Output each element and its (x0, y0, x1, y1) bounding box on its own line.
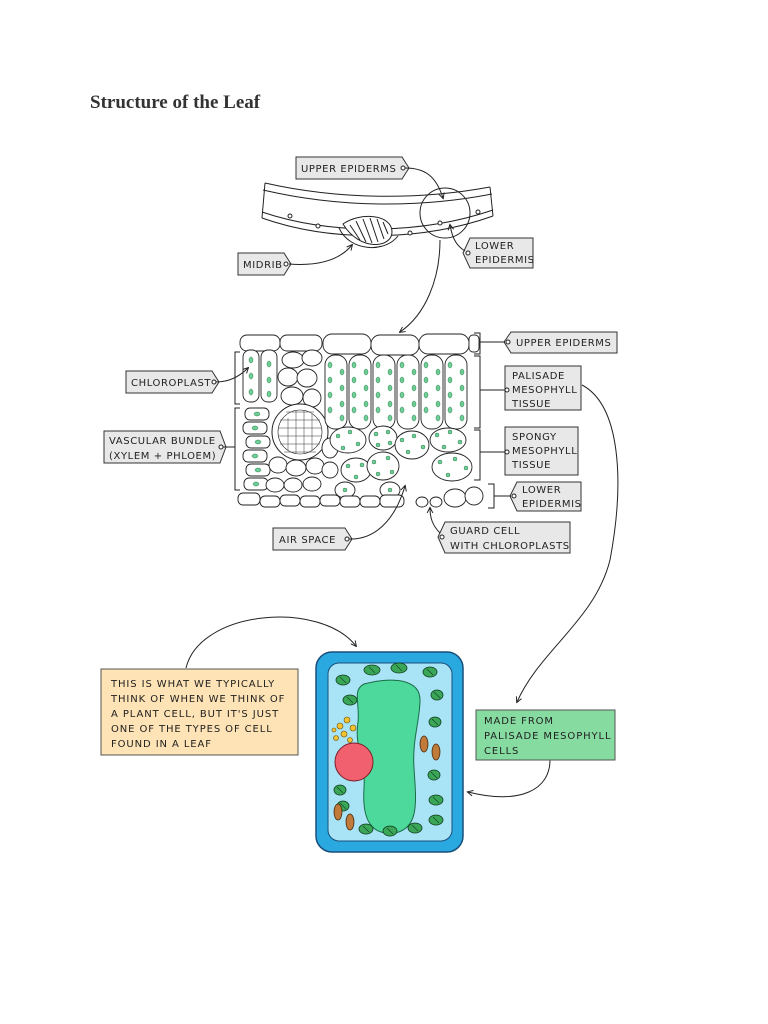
lower-epidermis-section-text-2: EPIDERMIS (522, 499, 582, 510)
lower-epidermis-section-text-1: LOWER (522, 485, 561, 496)
spongy-text-1: SPONGY (512, 432, 557, 443)
callout-typical-line-4: ONE OF THE TYPES OF CELL (111, 724, 273, 735)
lower-epidermis-top-text-2: EPIDERMIS (475, 255, 535, 266)
spongy-text-2: MESOPHYLL (512, 446, 577, 457)
air-space-text: AIR SPACE (279, 535, 336, 546)
callout-made-from-line-1: MADE FROM (484, 716, 554, 727)
upper-epidermis-cells (239, 333, 480, 356)
callout-typical-line-2: THINK OF WHEN WE THINK OF (110, 694, 285, 705)
callout-made-from-line-2: PALISADE MESOPHYLL (484, 731, 612, 742)
nucleus (334, 742, 374, 782)
vascular-text-2: (XYLEM + PHLOEM) (109, 451, 216, 462)
label-upper-epidermis-section: UPPER EPIDERMS (503, 331, 618, 354)
left-parenchyma (242, 349, 323, 491)
spongy-cells (329, 425, 473, 499)
vascular-bundle (265, 403, 339, 493)
callout-typical-line-1: THIS IS WHAT WE TYPICALLY (110, 679, 275, 690)
label-midrib: MIDRIB (237, 252, 292, 276)
chloroplast-text: CHLOROPLAST (131, 378, 211, 389)
label-vascular-bundle: VASCULAR BUNDLE (XYLEM + PHLOEM) (103, 430, 227, 464)
label-chloroplast: CHLOROPLAST (125, 370, 220, 394)
spongy-chloroplasts (335, 429, 469, 493)
plant-cell (315, 651, 464, 853)
palisade-chloroplasts (248, 356, 465, 487)
golgi-body (331, 716, 357, 743)
leaf-blade-drawing (261, 182, 494, 248)
leaf-cross-section (234, 332, 495, 509)
upper-epidermis-top-text: UPPER EPIDERMS (301, 164, 396, 175)
label-lower-epidermis-top: LOWER EPIDERMIS (462, 237, 535, 269)
guard-cell-text-1: GUARD CELL (450, 526, 520, 537)
label-spongy-mesophyll: SPONGY MESOPHYLL TISSUE (504, 426, 579, 476)
label-guard-cell: GUARD CELL WITH CHLOROPLASTS (437, 521, 571, 554)
mitochondria (333, 735, 441, 831)
zoom-circle (419, 187, 471, 239)
palisade-text-3: TISSUE (511, 399, 551, 410)
palisade-text-1: PALISADE (512, 371, 565, 382)
label-lower-epidermis-section: LOWER EPIDERMIS (509, 481, 582, 512)
label-upper-epidermis-top: UPPER EPIDERMS (295, 156, 410, 180)
upper-epidermis-section-text: UPPER EPIDERMS (516, 338, 611, 349)
lower-epidermis-cells (237, 486, 484, 508)
palisade-text-2: MESOPHYLL (512, 385, 577, 396)
callout-made-from-line-3: CELLS (484, 746, 519, 757)
callout-typical-line-5: FOUND IN A LEAF (111, 739, 212, 750)
palisade-cells (324, 354, 468, 430)
page-title: Structure of the Leaf (90, 92, 261, 113)
callout-made-from-palisade: MADE FROM PALISADE MESOPHYLL CELLS (475, 709, 616, 761)
callout-typical-line-3: A PLANT CELL, BUT IT'S JUST (111, 709, 279, 720)
midrib-text: MIDRIB (243, 260, 283, 271)
label-air-space: AIR SPACE (272, 527, 353, 551)
vascular-text-1: VASCULAR BUNDLE (109, 436, 216, 447)
spongy-text-3: TISSUE (511, 460, 551, 471)
guard-cell-text-2: WITH CHLOROPLASTS (450, 541, 570, 552)
lower-epidermis-top-text-1: LOWER (475, 241, 514, 252)
label-palisade-mesophyll: PALISADE MESOPHYLL TISSUE (504, 365, 582, 411)
callout-typical-plant-cell: THIS IS WHAT WE TYPICALLY THINK OF WHEN … (100, 668, 299, 756)
